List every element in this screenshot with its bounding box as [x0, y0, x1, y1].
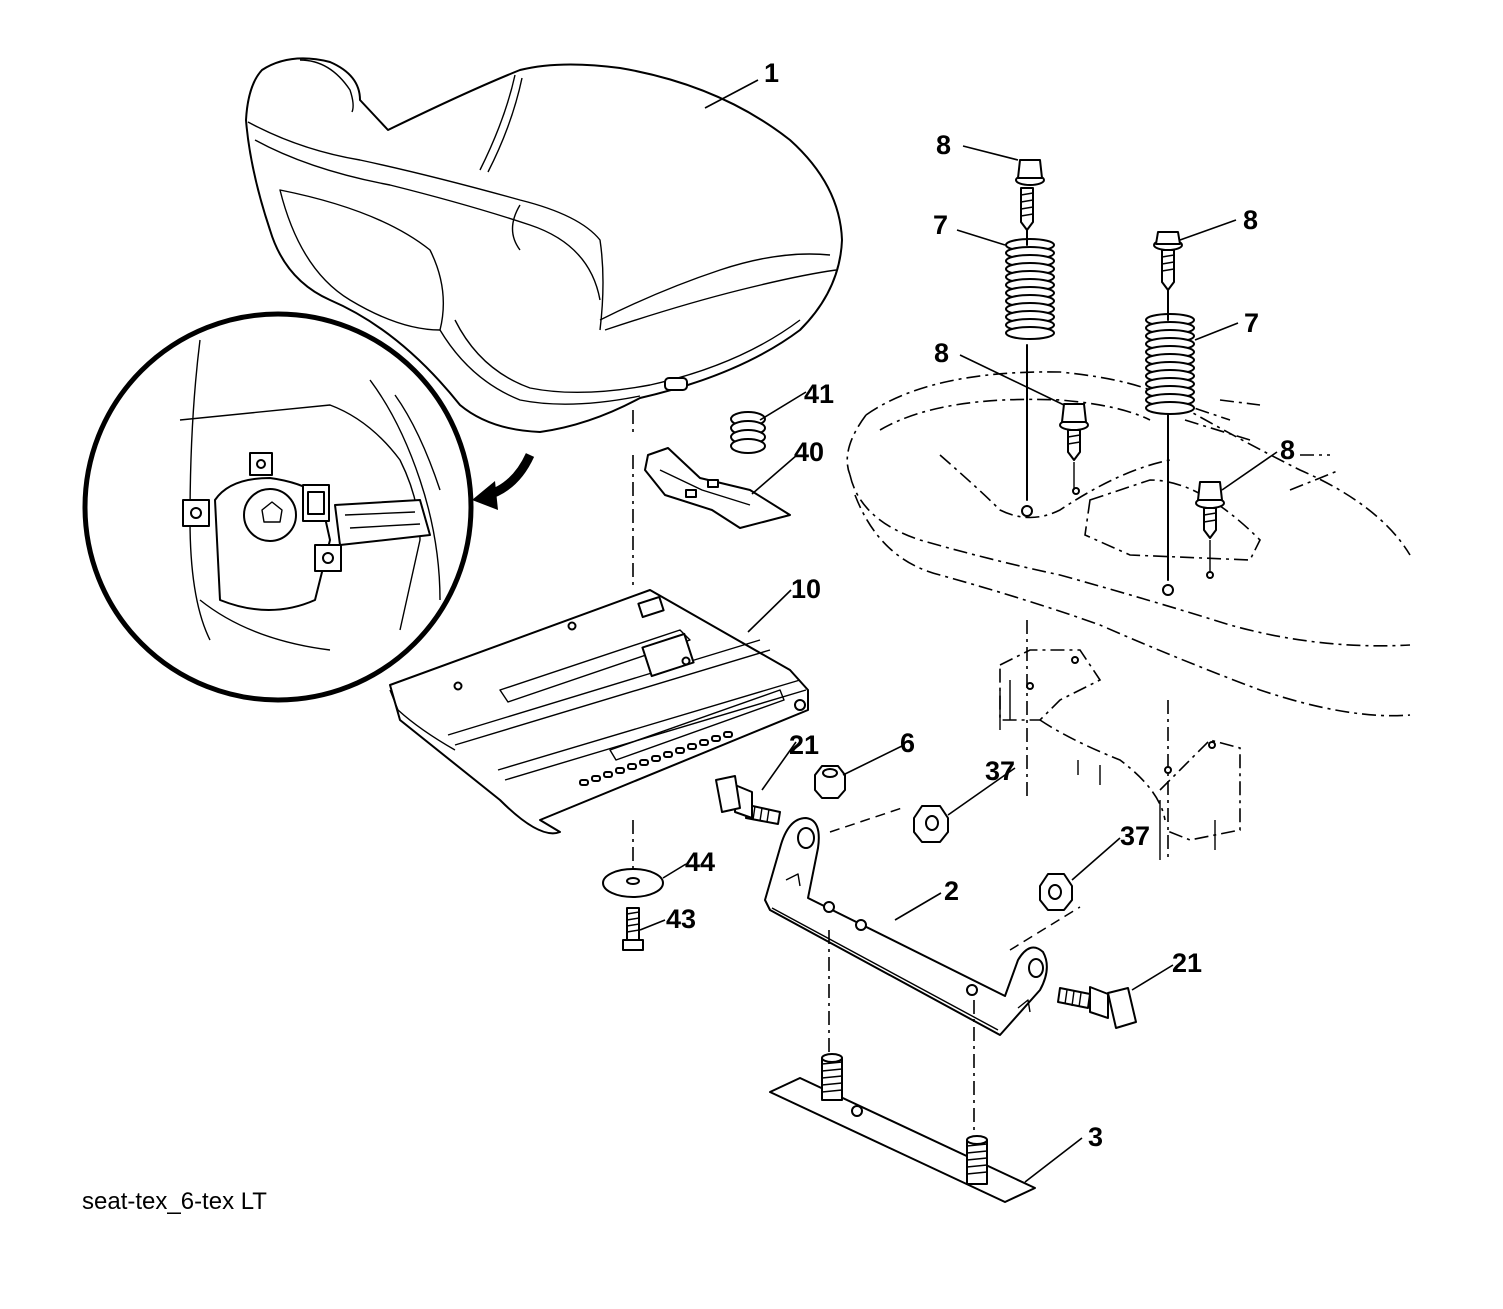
compression-spring-right	[1145, 313, 1195, 581]
flange-bolt-top-left	[1015, 159, 1045, 246]
hex-nut	[814, 765, 846, 799]
seat	[245, 57, 843, 433]
callout-40: 40	[794, 437, 824, 467]
callout-44: 44	[685, 847, 715, 877]
callout-labels: 1 2 3 6 7 7 8 8 8 8 10 21 21 37 37 40 41…	[666, 58, 1295, 1152]
shoulder-bolt-left	[715, 775, 781, 825]
flange-bolt-top-right	[1153, 231, 1183, 321]
washer	[602, 868, 664, 898]
flange-bolt-mid-right	[1195, 481, 1225, 572]
stud-plate	[769, 1053, 1036, 1203]
leader-lines	[639, 79, 1278, 1183]
callout-7-left: 7	[933, 210, 948, 240]
flange-bolt-mid-left	[1059, 403, 1089, 490]
diagram-caption: seat-tex_6-tex LT	[82, 1188, 267, 1215]
lock-nut-lower	[1039, 873, 1073, 911]
callout-6: 6	[900, 728, 915, 758]
curved-arrow-icon	[472, 453, 535, 510]
seat-pan-slots	[579, 731, 733, 786]
callout-21-right: 21	[1172, 948, 1202, 978]
callout-10: 10	[791, 574, 821, 604]
callout-21-left: 21	[789, 730, 819, 760]
callout-41: 41	[804, 379, 834, 409]
callout-43: 43	[666, 904, 696, 934]
callout-37-lower: 37	[1120, 821, 1150, 851]
shoulder-bolt-right	[1057, 986, 1137, 1029]
pivot-bracket	[764, 817, 1048, 1036]
small-spring	[730, 411, 766, 454]
callout-3: 3	[1088, 1122, 1103, 1152]
callout-2: 2	[944, 876, 959, 906]
callout-1: 1	[764, 58, 779, 88]
seat-pan	[389, 589, 809, 835]
spring-clip	[644, 447, 791, 529]
detail-zoom-view	[82, 311, 474, 703]
tractor-frame	[846, 371, 1411, 860]
callout-37-upper: 37	[985, 756, 1015, 786]
callout-8-top-right: 8	[1243, 205, 1258, 235]
screw	[622, 907, 644, 951]
lock-nut-upper	[913, 805, 949, 843]
callout-8-mid-left: 8	[934, 338, 949, 368]
callout-8-mid-right: 8	[1280, 435, 1295, 465]
callout-8-top-left: 8	[936, 130, 951, 160]
callout-7-right: 7	[1244, 308, 1259, 338]
compression-spring-left	[1005, 238, 1055, 501]
